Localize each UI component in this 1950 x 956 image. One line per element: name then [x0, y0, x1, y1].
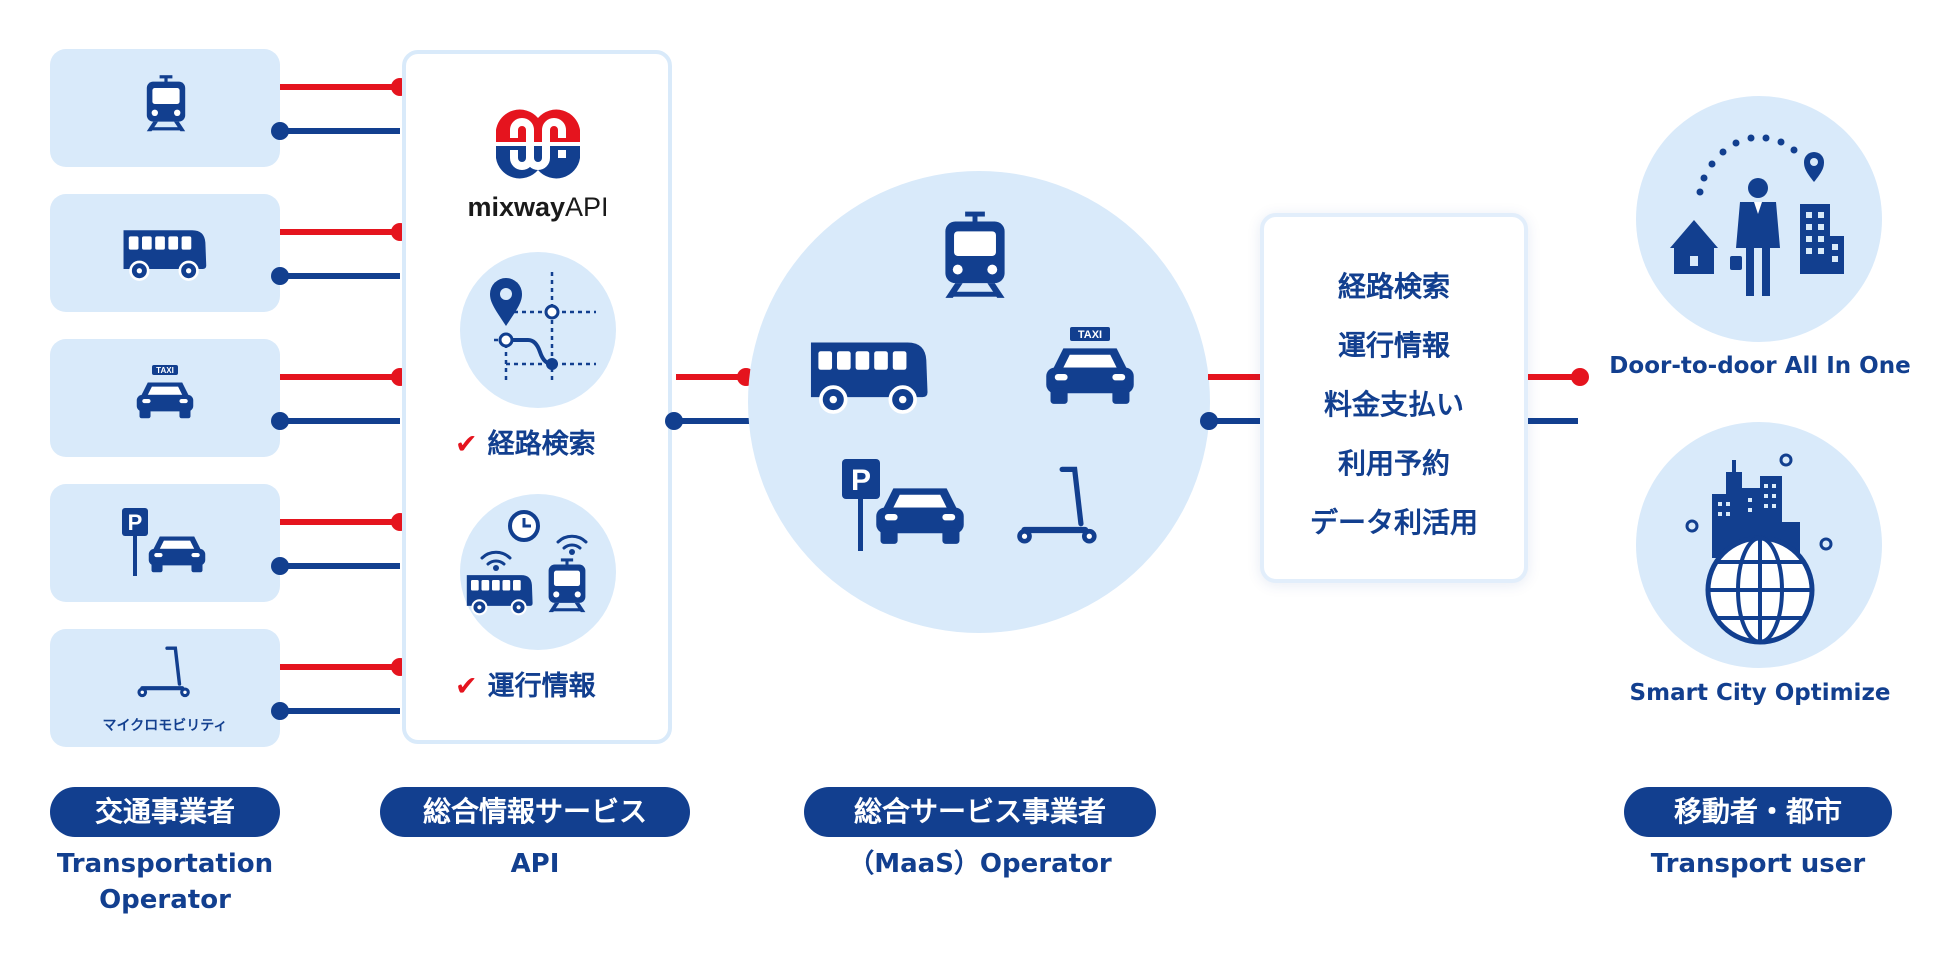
door-to-door-icon [1670, 134, 1844, 296]
mixway-logo-icon [494, 109, 582, 179]
category-user: 移動者・都市 [1624, 787, 1892, 837]
train-icon [945, 211, 1005, 298]
maas-circle: TAXI P [748, 171, 1210, 633]
service-item: データ利活用 [1309, 506, 1478, 539]
category-maas: 総合サービス事業者 [804, 787, 1156, 837]
parking-car-icon: P [122, 508, 206, 576]
feature-route-search: ✔経路検索 [455, 429, 596, 460]
category-user-en: Transport user [1650, 849, 1866, 879]
service-item: 利用予約 [1337, 447, 1450, 480]
category-transport-operator: 交通事業者 [50, 787, 280, 837]
mixway-logo-text: mixwayAPI [440, 192, 636, 223]
operator-box-train [50, 49, 280, 167]
check-icon: ✔ [455, 671, 478, 702]
operator-box-micromobility: マイクロモビリティ [50, 629, 280, 747]
kick-scooter-icon [1017, 469, 1096, 543]
taxi-sign-large: TAXI [1078, 329, 1102, 341]
operation-info-icon [465, 510, 588, 616]
parking-sign: P [128, 510, 143, 535]
route-search-circle [460, 252, 616, 408]
category-api: 総合情報サービス [380, 787, 690, 837]
category-api-en: API [510, 849, 560, 879]
door-to-door-circle [1636, 96, 1882, 342]
service-item: 料金支払い [1323, 388, 1464, 421]
train-icon [146, 75, 186, 132]
smart-city-icon [1685, 453, 1833, 645]
category-transport-operator-en: Transportation Operator [56, 849, 274, 915]
service-item: 経路検索 [1337, 270, 1450, 303]
bus-icon [809, 340, 930, 414]
smart-city-caption: Smart City Optimize [1629, 680, 1891, 706]
service-item: 運行情報 [1337, 329, 1450, 362]
operator-box-taxi: TAXI [50, 339, 280, 457]
check-icon: ✔ [455, 429, 478, 460]
taxi-icon: TAXI [136, 365, 194, 419]
operator-box-parking: P [50, 484, 280, 602]
door-to-door-caption: Door-to-door All In One [1609, 353, 1911, 379]
operation-info-circle [460, 494, 616, 650]
feature-operation-info: ✔運行情報 [455, 671, 596, 702]
services-panel: 経路検索 運行情報 料金支払い 利用予約 データ利活用 [1260, 213, 1528, 583]
parking-sign-large: P [851, 464, 871, 497]
operator-box-bus [50, 194, 280, 312]
smart-city-circle [1636, 422, 1882, 668]
route-map-icon [490, 272, 596, 384]
micromobility-label: マイクロモビリティ [102, 718, 228, 734]
bus-icon [122, 228, 208, 281]
taxi-icon: TAXI [1046, 327, 1134, 404]
category-maas-en: （MaaS）Operator [848, 849, 1112, 879]
logo-word: mixway [467, 192, 566, 222]
logo-suffix: API [565, 192, 609, 222]
mobility-icons: TAXI P [809, 211, 1134, 551]
taxi-sign: TAXI [156, 366, 174, 375]
parking-car-icon: P [842, 459, 964, 551]
